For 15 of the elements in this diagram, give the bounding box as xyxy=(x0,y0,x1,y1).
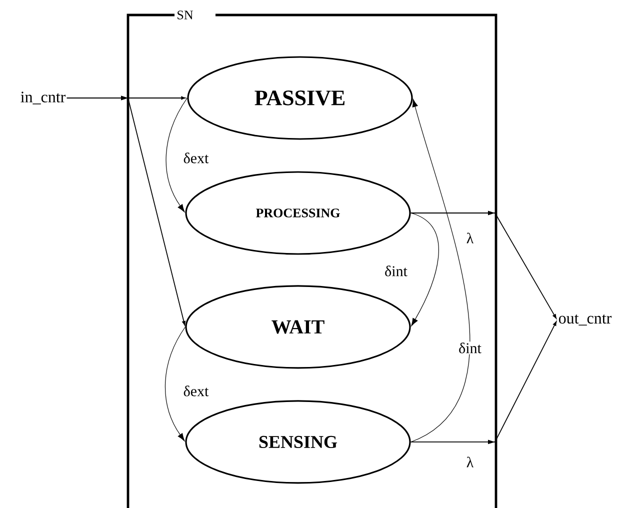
arrow xyxy=(410,212,439,326)
arrow xyxy=(66,96,186,326)
edge-label: δint xyxy=(458,342,482,354)
port-label: in_cntr xyxy=(20,92,66,104)
arrow xyxy=(410,210,557,319)
edge-label: δext xyxy=(182,152,210,164)
edge-label: δext xyxy=(182,384,210,398)
edge-label: λ xyxy=(465,456,475,468)
arrow xyxy=(410,99,470,442)
arrow xyxy=(166,98,188,212)
arrow xyxy=(164,326,186,442)
edge-label: λ xyxy=(465,232,475,244)
edge-label: δint xyxy=(384,264,408,278)
port-label: out_cntr xyxy=(558,314,612,326)
arrow xyxy=(410,321,557,444)
